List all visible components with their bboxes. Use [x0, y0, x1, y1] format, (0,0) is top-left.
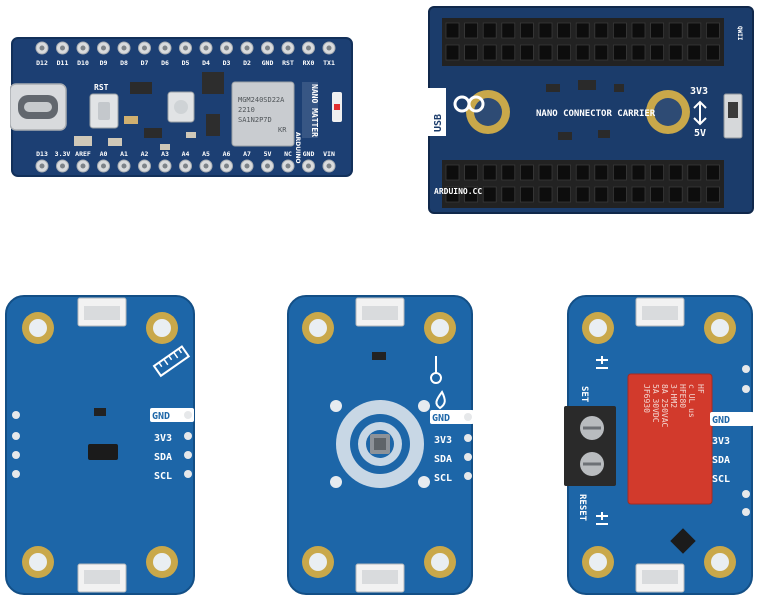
sensor-isolation-ring: [336, 400, 424, 488]
svg-text:c UL us: c UL us: [687, 384, 696, 418]
top-pin-label: D9: [100, 59, 108, 67]
svg-text:HFE80: HFE80: [678, 384, 687, 408]
nano-matter-label: NANO MATTER: [310, 84, 319, 137]
bottom-pin-label: A1: [120, 150, 128, 158]
relay-component: [627, 373, 713, 505]
bottom-pin-label: A3: [161, 150, 169, 158]
svg-text:QWII: QWII: [736, 26, 743, 41]
mgm240-module: [231, 81, 295, 147]
bottom-pin-label: GND: [303, 150, 315, 158]
ruler-icon: [152, 345, 191, 378]
bottom-pin-label: 5V: [264, 150, 272, 158]
svg-text:3V3: 3V3: [712, 436, 730, 447]
svg-text:3V3: 3V3: [434, 435, 452, 446]
bottom-pin-label: A6: [223, 150, 231, 158]
bottom-pin-label: AREF: [75, 150, 91, 158]
svg-text:2210: 2210: [238, 106, 255, 114]
nano-connector-carrier: USB NANO CONNECTOR CARRIER 3V3 5V ARDUIN…: [428, 6, 754, 214]
modulino-distance-image: GND 3V3 SDA SCL: [5, 295, 195, 595]
top-pin-label: GND: [262, 59, 274, 67]
svg-text:GND: GND: [152, 411, 170, 422]
svg-text:SDA: SDA: [434, 454, 452, 465]
voltage-arrow-icon: [693, 100, 707, 126]
top-pin-label: D3: [223, 59, 231, 67]
3v3-label: 3V3: [690, 86, 708, 97]
svg-text:3V3: 3V3: [154, 433, 172, 444]
reset-label: RESET: [577, 494, 587, 522]
top-pin-label: D4: [202, 59, 210, 67]
top-pin-label: TX1: [323, 59, 335, 67]
bottom-pin-label: A2: [141, 150, 149, 158]
bottom-pin-label: VIN: [323, 150, 335, 158]
top-pin-label: D11: [57, 59, 69, 67]
svg-text:8A 250VAC: 8A 250VAC: [660, 384, 669, 428]
coil-reset-icon: [596, 512, 608, 525]
arduino-brand: ARDUINO: [294, 132, 301, 163]
top-pin-label: D5: [182, 59, 190, 67]
svg-text:SDA: SDA: [154, 452, 172, 463]
top-pin-label: D7: [141, 59, 149, 67]
top-pin-pads: [35, 41, 336, 55]
svg-text:SCL: SCL: [154, 471, 172, 482]
top-header-sockets: [442, 18, 724, 66]
bottom-pin-label: A4: [182, 150, 190, 158]
set-label: SET: [579, 386, 589, 403]
svg-text:GND: GND: [712, 415, 730, 426]
top-pin-label: D10: [77, 59, 89, 67]
thermometer-icon: [430, 356, 442, 384]
bottom-pin-label: A5: [202, 150, 210, 158]
top-pin-label: D6: [161, 59, 169, 67]
top-pin-label: D12: [36, 59, 48, 67]
carrier-title: NANO CONNECTOR CARRIER: [536, 109, 656, 119]
bottom-pin-label: A0: [100, 150, 108, 158]
top-pin-label: D2: [243, 59, 251, 67]
svg-text:HF: HF: [696, 384, 705, 394]
nano-matter-image: RST MGM240SD22A 2210 SA1N2P7D KR NANO MA…: [9, 37, 353, 177]
5v-label: 5V: [694, 128, 706, 139]
svg-text:SCL: SCL: [434, 473, 452, 484]
modulino-distance-board: GND 3V3 SDA SCL: [4, 294, 204, 596]
svg-text:SCL: SCL: [712, 474, 730, 485]
svg-text:SDA: SDA: [712, 455, 730, 466]
carrier-image: USB NANO CONNECTOR CARRIER 3V3 5V ARDUIN…: [428, 6, 754, 214]
svg-text:5A 30VDC: 5A 30VDC: [651, 384, 660, 423]
rst-label: RST: [94, 83, 109, 92]
svg-text:GND: GND: [432, 413, 450, 424]
modulino-thermo-board: GND 3V3 SDA SCL: [286, 294, 476, 596]
carrier-brand: ARDUINO.CC: [434, 187, 482, 196]
nano-matter-board: RST MGM240SD22A 2210 SA1N2P7D KR NANO MA…: [9, 32, 355, 182]
svg-text:SA1N2P7D: SA1N2P7D: [238, 116, 272, 124]
bottom-pin-pads: [35, 159, 336, 173]
svg-text:MGM240SD22A: MGM240SD22A: [238, 96, 285, 104]
modulino-thermo-image: GND 3V3 SDA SCL: [287, 295, 474, 595]
top-pin-label: RX0: [303, 59, 315, 67]
bottom-pin-label: D13: [36, 150, 48, 158]
bottom-pin-label: NC: [284, 150, 292, 158]
svg-text:JF6930: JF6930: [642, 384, 651, 413]
bottom-header-sockets: [442, 160, 724, 208]
voltage-switch: [728, 102, 738, 118]
top-pin-labels: D12 D11 D10 D9 D8 D7 D6 D5 D4 D3 D2 GND RST RX0 TX1: [36, 59, 335, 67]
coil-set-icon: [596, 356, 608, 369]
bottom-pin-label: 3.3V: [55, 150, 71, 158]
arduino-logo-icon: [453, 95, 485, 113]
bottom-pin-label: A7: [243, 150, 251, 158]
tof-sensor: [88, 444, 118, 460]
humidity-drop-icon: [435, 390, 446, 410]
top-pin-label: RST: [282, 59, 294, 67]
usb-label: USB: [433, 114, 444, 132]
svg-text:KR: KR: [278, 126, 287, 134]
top-pin-label: D8: [120, 59, 128, 67]
svg-text:3-HM2: 3-HM2: [669, 384, 678, 408]
bottom-pin-labels: D13 3.3V AREF A0 A1 A2 A3 A4 A5 A6 A7 5V NC GND VIN: [36, 150, 335, 158]
